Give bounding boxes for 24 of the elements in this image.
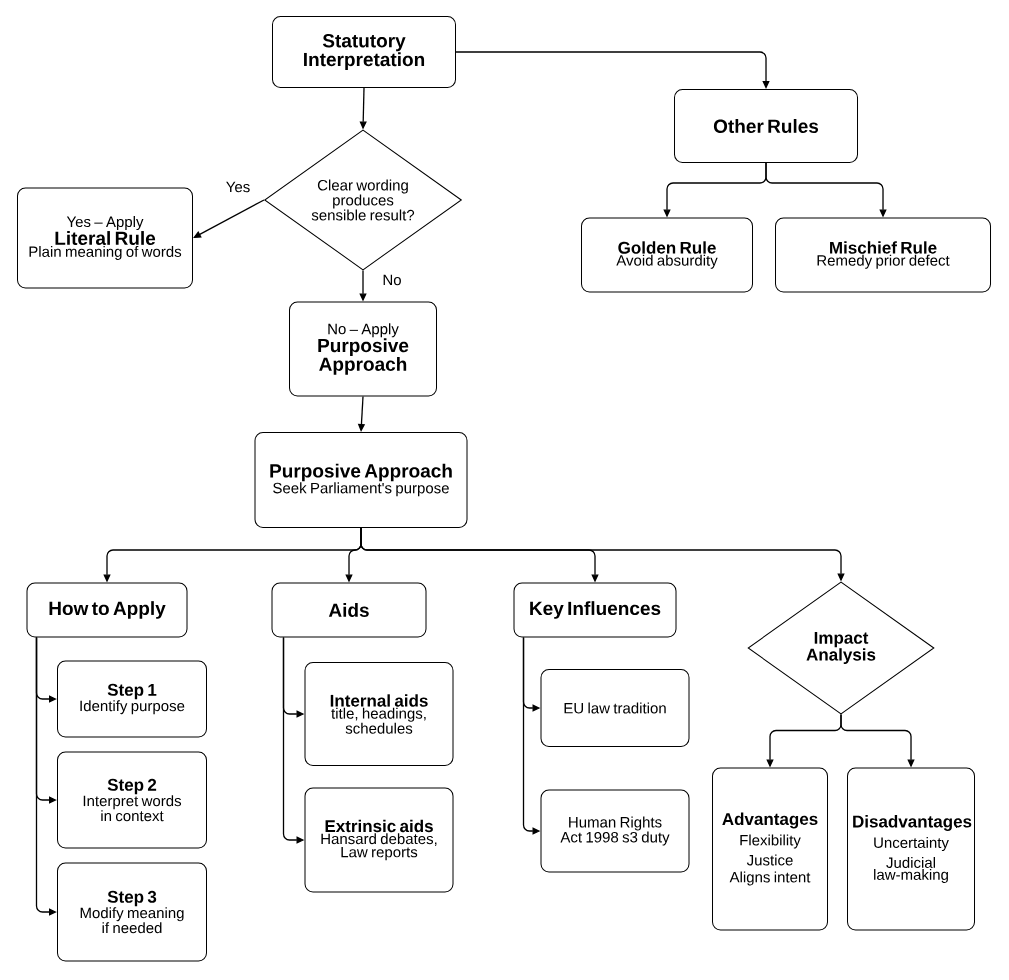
influence-box: EU law tradition (540, 669, 690, 747)
arrow (193, 199, 265, 238)
edge-label: Yes (224, 180, 252, 194)
edge-label: No (381, 273, 403, 287)
category-box: How to Apply (26, 582, 188, 638)
process-box: Yes – Apply Literal Rule Plain meaning of words (17, 187, 193, 289)
influence-box: Human Rights Act 1998 s3 duty (540, 789, 690, 873)
list-box: Disadvantages Uncertainty Judicial law-making (847, 767, 975, 931)
step-box: Step 3 Modify meaning if needed (57, 862, 207, 962)
aid-box: Extrinsic aids Hansard debates, Law reports (304, 787, 454, 893)
process-box: No – Apply Purposive Approach (289, 301, 437, 397)
aid-box: Internal aids title, headings, schedules (304, 662, 454, 766)
arrow (455, 51, 770, 89)
step-box: Step 2 Interpret words in context (57, 751, 207, 849)
list-box: Advantages Flexibility Justice Aligns intent (712, 767, 828, 931)
category-box: Key Influences (513, 582, 677, 638)
process-box: Purposive Approach Seek Parliament's purpose (254, 432, 468, 528)
process-box: Other Rules (674, 89, 858, 163)
step-box: Step 1 Identify purpose (57, 660, 207, 738)
process-box: Golden Rule Avoid absurdity (581, 217, 753, 293)
arrow (35, 636, 57, 916)
category-box: Aids (271, 582, 427, 638)
process-box: Mischief Rule Remedy prior defect (775, 217, 991, 293)
process-box: Statutory Interpretation (272, 16, 456, 88)
